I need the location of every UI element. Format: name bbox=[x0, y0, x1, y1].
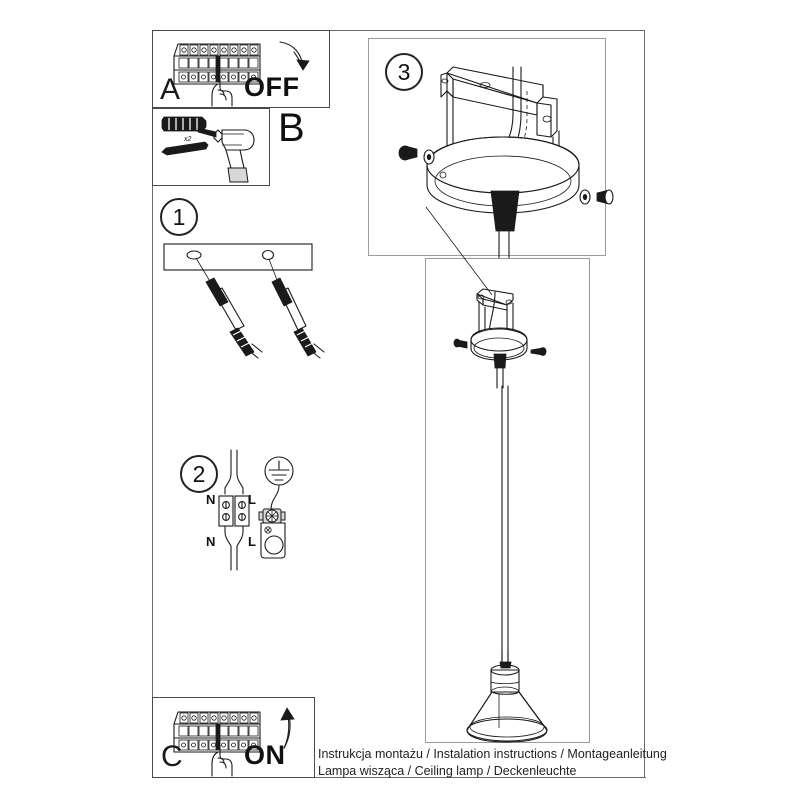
pendant-cord bbox=[497, 385, 513, 667]
panel-a bbox=[152, 30, 330, 108]
frame-bottom bbox=[152, 777, 646, 779]
panel-c-letter: C bbox=[161, 740, 183, 773]
step-2-number: 2 bbox=[192, 460, 206, 487]
panel-b-count-label: x2 bbox=[183, 136, 192, 143]
terminal-label-n-bottom: N bbox=[206, 534, 216, 549]
footer-line-1: Instrukcja montażu / Instalation instruc… bbox=[318, 747, 667, 761]
canopy-detail-icon bbox=[453, 278, 555, 389]
frame-vertical-left bbox=[152, 30, 154, 778]
breaker-panel-hand-on-icon bbox=[168, 702, 318, 777]
breaker-panel-hand-off-icon bbox=[168, 34, 328, 107]
panel-a-action-label: OFF bbox=[244, 72, 300, 102]
wiring-terminal-icon bbox=[205, 449, 265, 571]
frame-vertical-right bbox=[644, 30, 646, 778]
step-2-number-badge: 2 bbox=[180, 455, 218, 493]
panel-b-letter: B bbox=[278, 106, 305, 150]
step-3-number-badge: 3 bbox=[385, 53, 423, 91]
step-1-number: 1 bbox=[172, 203, 186, 230]
terminal-label-l-top: L bbox=[248, 492, 256, 507]
detail-leader-line bbox=[420, 205, 530, 305]
panel-c-action-label: ON bbox=[244, 740, 286, 770]
frame-top-right-segment bbox=[330, 30, 645, 32]
step-3-number: 3 bbox=[397, 58, 411, 85]
mounting-bar-with-screws-icon bbox=[162, 240, 342, 360]
drill-and-wall-plugs-icon: x2 bbox=[158, 112, 268, 184]
step-1-number-badge: 1 bbox=[160, 198, 198, 236]
panel-a-letter: A bbox=[160, 73, 181, 106]
ceiling-canopy-assembly-icon bbox=[395, 45, 614, 261]
earth-ground-symbol-icon bbox=[255, 455, 317, 560]
terminal-label-l-bottom: L bbox=[248, 534, 256, 549]
footer-line-2: Lampa wisząca / Ceiling lamp / Deckenleu… bbox=[318, 764, 577, 778]
pendant-lamp-cone-shade-icon bbox=[455, 649, 565, 745]
terminal-label-n-top: N bbox=[206, 492, 216, 507]
